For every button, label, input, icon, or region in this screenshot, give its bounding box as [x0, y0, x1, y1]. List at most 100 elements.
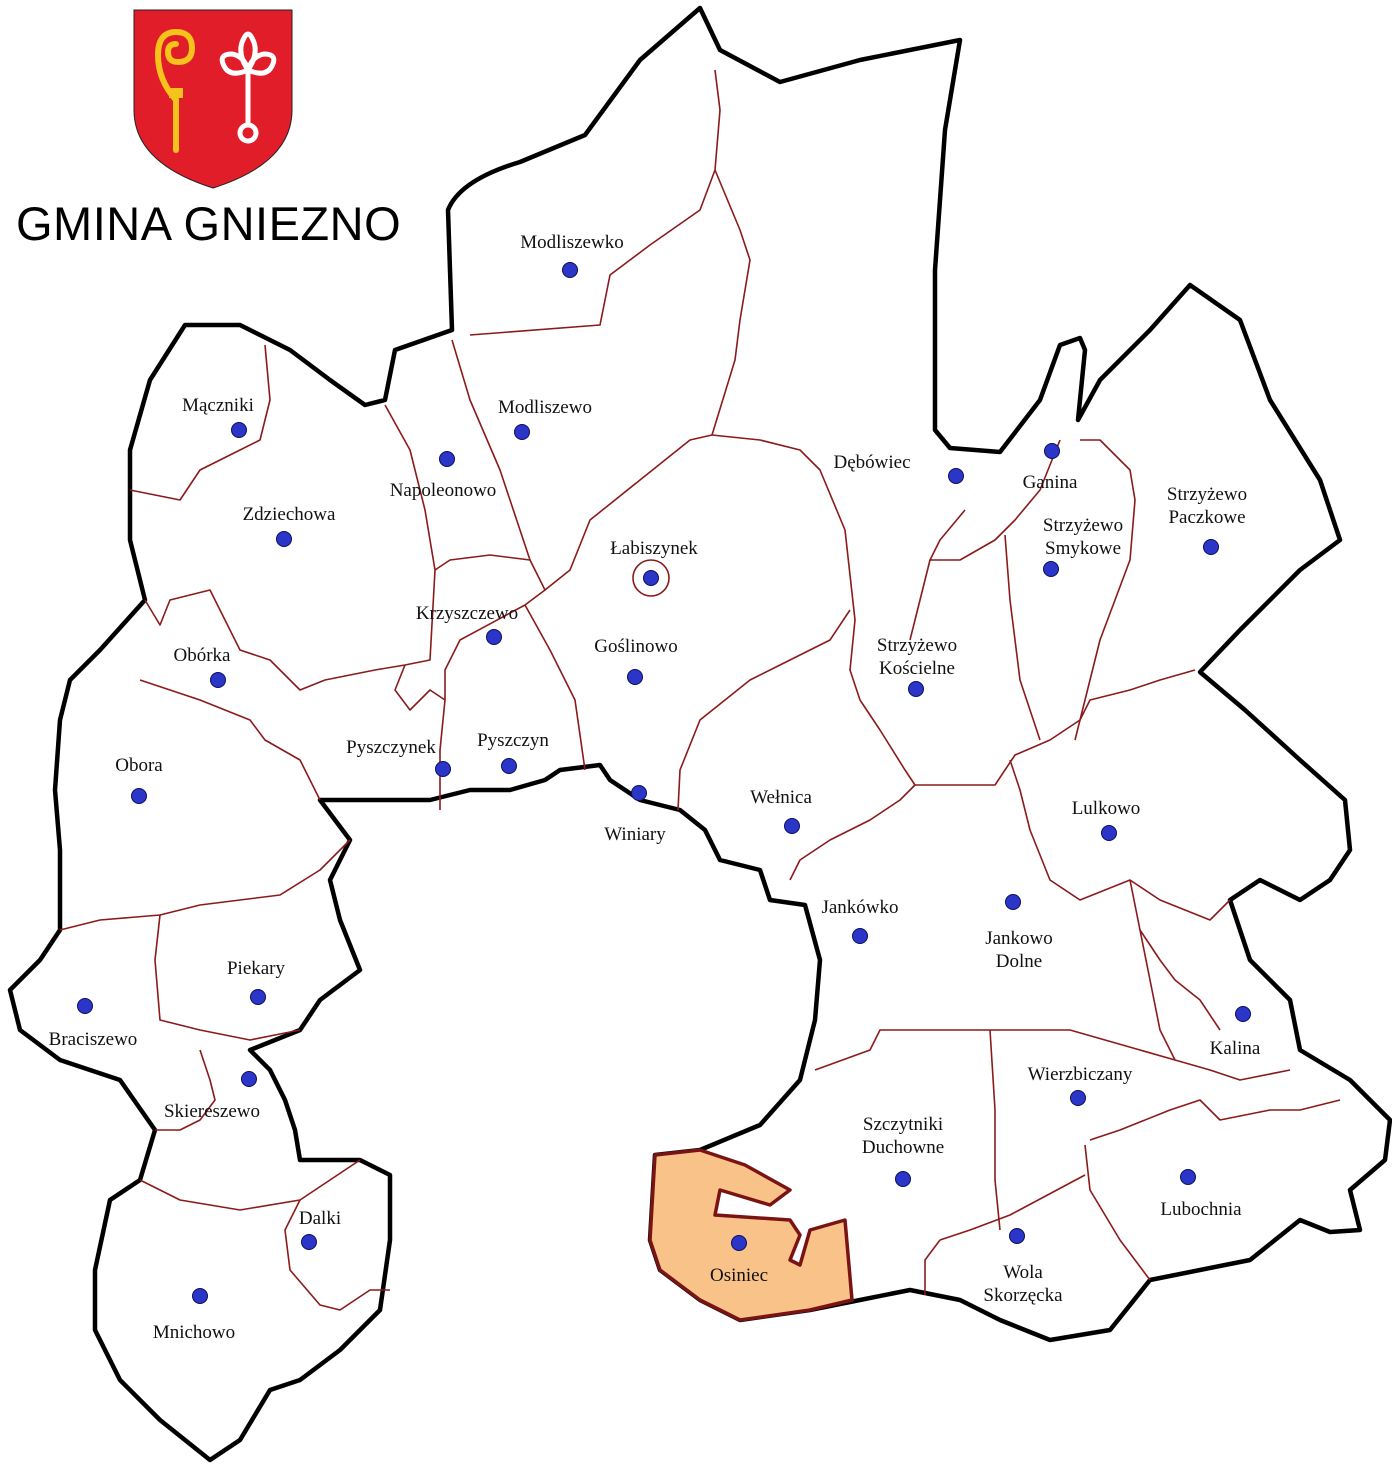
modliszewko-label-line: Modliszewko	[520, 232, 623, 253]
krzyszczewo-marker	[486, 629, 502, 645]
piekary-label-line: Piekary	[227, 958, 286, 979]
goslinowo-label-line: Goślinowo	[594, 636, 677, 657]
village-markers	[77, 262, 1251, 1304]
mnichowo-label-line: Mnichowo	[153, 1322, 235, 1343]
modliszewo-label: Modliszewo	[498, 397, 592, 418]
wierzbiczany-label: Wierzbiczany	[1028, 1064, 1133, 1085]
szczytniki-duchowne-label-line: Szczytniki	[863, 1114, 943, 1135]
oborka-label-line: Obórka	[174, 645, 232, 666]
lubochnia-marker	[1180, 1169, 1196, 1185]
ganina-label: Ganina	[1023, 472, 1078, 493]
mnichowo-label: Mnichowo	[153, 1322, 235, 1343]
piekary-label: Piekary	[227, 958, 286, 979]
strzyzewo-paczkowe-label-line: Strzyżewo	[1167, 484, 1247, 505]
village-borders	[59, 69, 1341, 1311]
debowiec-label: Dębówiec	[833, 452, 910, 473]
modliszewko-label: Modliszewko	[520, 232, 623, 253]
oborka-marker	[210, 672, 226, 688]
napoleonowo-label: Napoleonowo	[390, 480, 497, 501]
strzyzewo-smykowe-marker	[1043, 561, 1059, 577]
napoleonowo-label-line: Napoleonowo	[390, 480, 497, 501]
zdziechowa-label: Zdziechowa	[243, 504, 336, 525]
osiniec-label: Osiniec	[710, 1265, 768, 1286]
debowiec-label-line: Dębówiec	[833, 452, 910, 473]
coat-of-arms-shield	[133, 9, 293, 189]
pyszczynek-label-line: Pyszczynek	[346, 737, 436, 758]
osiniec-highlight-area	[648, 1148, 854, 1322]
skiereszewo-label-line: Skiereszewo	[164, 1101, 260, 1122]
winiary-label-line: Winiary	[604, 824, 666, 845]
wola-skorzecka-label-line: Wola	[1003, 1262, 1043, 1283]
modliszewko-marker	[562, 262, 578, 278]
jankowo-dolne-marker	[1005, 894, 1021, 910]
pyszczynek-marker	[435, 761, 451, 777]
dalki-marker	[301, 1234, 317, 1250]
ganina-label-line: Ganina	[1023, 472, 1078, 493]
modliszewo-marker	[514, 424, 530, 440]
piekary-marker	[250, 989, 266, 1005]
kalina-label: Kalina	[1210, 1038, 1261, 1059]
obora-label-line: Obora	[115, 755, 163, 776]
szczytniki-duchowne-marker	[895, 1171, 911, 1187]
szczytniki-duchowne-label-line: Duchowne	[862, 1137, 944, 1158]
maczniki-label: Mączniki	[182, 395, 254, 416]
winiary-marker	[631, 785, 647, 801]
braciszewo-label-line: Braciszewo	[49, 1029, 138, 1050]
lubochnia-label: Lubochnia	[1160, 1199, 1242, 1220]
osiniec-label-line: Osiniec	[710, 1265, 768, 1286]
strzyzewo-smykowe-label-line: Smykowe	[1045, 538, 1121, 559]
skiereszewo-marker	[241, 1071, 257, 1087]
goslinowo-marker	[627, 669, 643, 685]
goslinowo-label: Goślinowo	[594, 636, 677, 657]
oborka-label: Obórka	[174, 645, 232, 666]
zdziechowa-label-line: Zdziechowa	[243, 504, 336, 525]
wola-skorzecka-marker	[1009, 1228, 1025, 1244]
labiszynek-label-line: Łabiszynek	[610, 538, 698, 559]
lubochnia-label-line: Lubochnia	[1160, 1199, 1242, 1220]
krzyszczewo-label-line: Krzyszczewo	[416, 603, 518, 624]
wola-skorzecka-label-line: Skorzęcka	[983, 1285, 1063, 1306]
osiniec-marker	[731, 1235, 747, 1251]
pyszczyn-label: Pyszczyn	[477, 730, 549, 751]
zdziechowa-marker	[276, 531, 292, 547]
pyszczynek-label: Pyszczynek	[346, 737, 436, 758]
dalki-label-line: Dalki	[299, 1208, 341, 1229]
winiary-label: Winiary	[604, 824, 666, 845]
crozier-icon	[154, 28, 196, 153]
wierzbiczany-label-line: Wierzbiczany	[1028, 1064, 1133, 1085]
pyszczyn-marker	[501, 758, 517, 774]
jankowko-label: Jankówko	[821, 897, 898, 918]
strzyzewo-paczkowe-marker	[1203, 539, 1219, 555]
strzyzewo-koscielne-label-line: Strzyżewo	[877, 635, 957, 656]
jankowo-dolne-label-line: Dolne	[996, 951, 1042, 972]
obora-marker	[131, 788, 147, 804]
strzyzewo-paczkowe-label-line: Paczkowe	[1168, 507, 1245, 528]
obora-label: Obora	[115, 755, 163, 776]
welnica-label-line: Wełnica	[750, 787, 812, 808]
maczniki-label-line: Mączniki	[182, 395, 254, 416]
wierzbiczany-marker	[1070, 1090, 1086, 1106]
krzyszczewo-label: Krzyszczewo	[416, 603, 518, 624]
jankowko-marker	[852, 928, 868, 944]
dalki-label: Dalki	[299, 1208, 341, 1229]
coat-of-arms	[133, 9, 293, 189]
braciszewo-marker	[77, 998, 93, 1014]
pyszczyn-label-line: Pyszczyn	[477, 730, 549, 751]
braciszewo-label: Braciszewo	[49, 1029, 138, 1050]
lulkowo-label: Lulkowo	[1072, 798, 1141, 819]
jankowo-dolne-label-line: Jankowo	[985, 928, 1053, 949]
labiszynek-marker	[643, 570, 659, 586]
strzyzewo-koscielne-marker	[908, 681, 924, 697]
strzyzewo-smykowe-label-line: Strzyżewo	[1043, 515, 1123, 536]
debowiec-marker	[948, 468, 964, 484]
labiszynek-label: Łabiszynek	[610, 538, 698, 559]
welnica-marker	[784, 818, 800, 834]
